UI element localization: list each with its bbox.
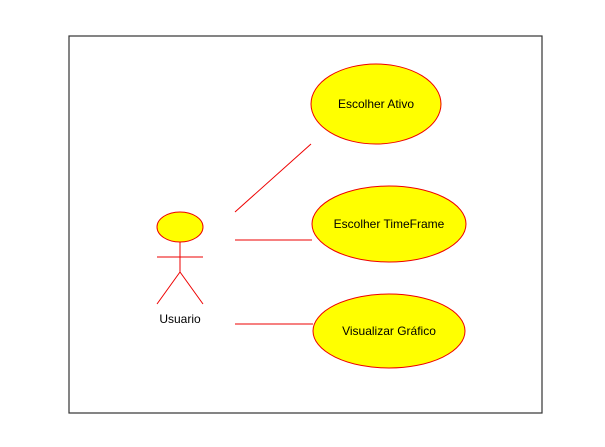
use-case-ellipse [310, 63, 442, 145]
association-escolher-ativo [234, 143, 312, 213]
actor-head [156, 211, 204, 243]
use-case-escolher-timeframe[interactable]: Escolher TimeFrame [311, 185, 467, 263]
use-case-visualizar-grafico[interactable]: Visualizar Gráfico [312, 293, 466, 369]
use-case-ellipse [312, 293, 466, 369]
use-case-label: Escolher TimeFrame [334, 217, 445, 231]
actor-usuario[interactable]: Usuario [156, 211, 204, 326]
use-case-label: Escolher Ativo [338, 97, 414, 111]
actor-name-label: Usuario [159, 312, 201, 326]
use-case-label: Visualizar Gráfico [342, 324, 436, 338]
use-case-ellipse [311, 185, 467, 263]
actor-right-leg [179, 271, 204, 305]
use-case-escolher-ativo[interactable]: Escolher Ativo [310, 63, 442, 145]
actor-left-leg [156, 271, 181, 305]
system-boundary [68, 35, 543, 414]
